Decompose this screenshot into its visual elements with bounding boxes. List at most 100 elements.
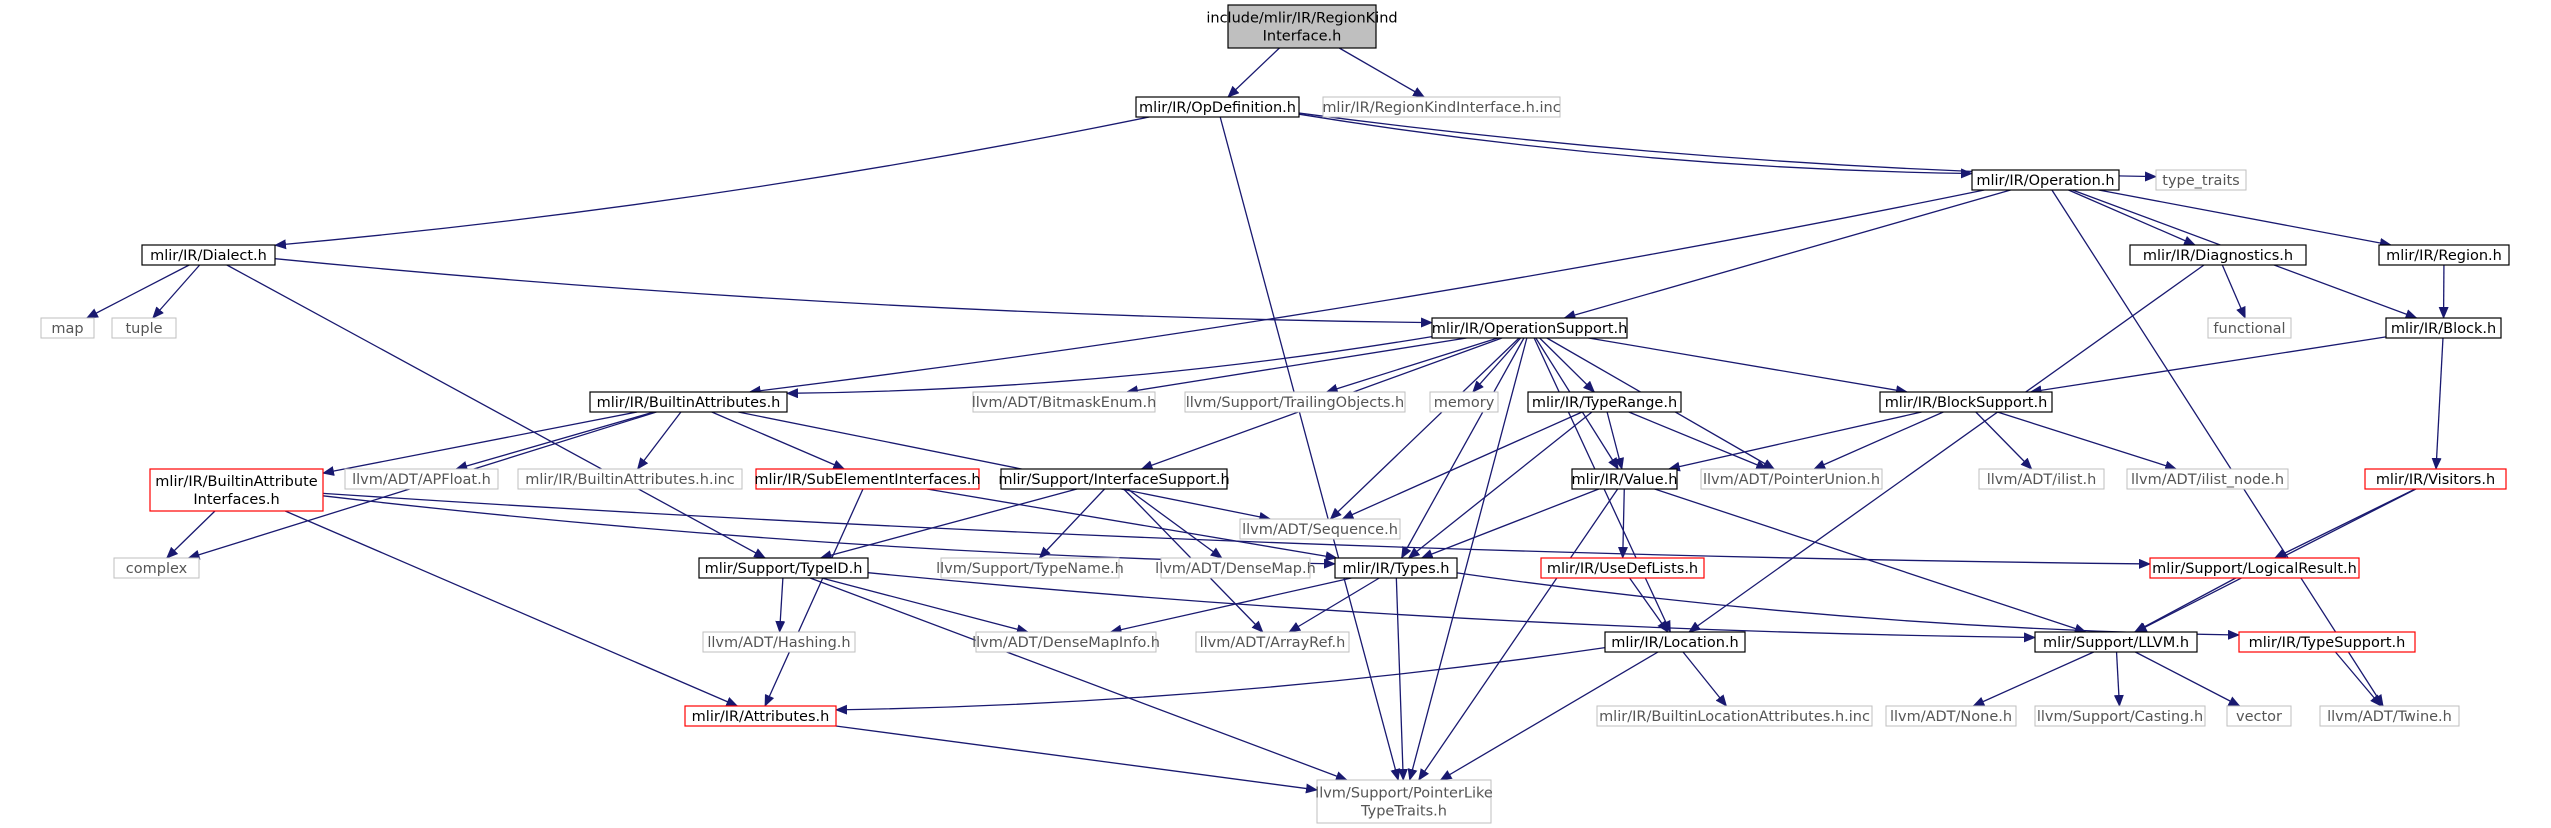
node-label-llvm_h: mlir/Support/LLVM.h: [2043, 635, 2189, 651]
node-box-ilist: [1978, 468, 2105, 490]
node-box-ptrunion: [1700, 468, 1883, 490]
edge-block-to-blocksupport: [2029, 336, 2387, 396]
edge-opsupport-to-typerange: [1539, 337, 1596, 393]
node-label-typename: llvm/Support/TypeName.h: [936, 561, 1124, 577]
edge-block-to-visitors: [2431, 337, 2444, 470]
edge-dialect-to-tuple: [152, 264, 201, 319]
node-box-none: [1885, 705, 2017, 727]
node-box-bai: [149, 468, 324, 512]
edge-bai-to-attributes: [284, 510, 739, 707]
node-label-tuple: tuple: [125, 321, 162, 337]
node-vector: vector: [2226, 705, 2292, 727]
node-bitmask: llvm/ADT/BitmaskEnum.h: [972, 391, 1156, 413]
node-box-opdef: [1135, 96, 1300, 118]
node-diagnostics[interactable]: mlir/IR/Diagnostics.h: [2129, 244, 2307, 266]
node-box-complex: [113, 557, 200, 579]
node-value[interactable]: mlir/IR/Value.h: [1571, 468, 1678, 490]
node-bla_inc: mlir/IR/BuiltinLocationAttributes.h.inc: [1596, 705, 1873, 727]
node-label-hashing: llvm/ADT/Hashing.h: [707, 635, 850, 651]
node-builtinattrs[interactable]: mlir/IR/BuiltinAttributes.h: [589, 391, 788, 413]
node-label-apfloat: llvm/ADT/APFloat.h: [352, 472, 491, 488]
node-label-types: mlir/IR/Types.h: [1343, 561, 1450, 577]
node-memory: memory: [1429, 391, 1499, 413]
edge-dialect-to-opsupport: [274, 258, 1433, 328]
node-label-casting: llvm/Support/Casting.h: [2037, 709, 2203, 725]
edge-attributes-to-plt: [835, 725, 1318, 794]
node-ifsupport[interactable]: mlir/Support/InterfaceSupport.h: [998, 468, 1230, 490]
node-label-type_traits: type_traits: [2162, 173, 2239, 189]
node-blocksupport[interactable]: mlir/IR/BlockSupport.h: [1879, 391, 2053, 413]
node-label-arrayref: llvm/ADT/ArrayRef.h: [1200, 635, 1346, 651]
node-root[interactable]: include/mlir/IR/RegionKindInterface.h: [1206, 4, 1398, 49]
edge-typerange-to-sequence: [1341, 411, 1583, 520]
node-typeid[interactable]: mlir/Support/TypeID.h: [698, 557, 869, 579]
edge-subelem-to-types: [926, 488, 1338, 562]
node-opsupport[interactable]: mlir/IR/OperationSupport.h: [1431, 317, 1628, 339]
edge-typesupport-to-twine: [2334, 651, 2382, 707]
edge-diagnostics-to-location: [1688, 264, 2205, 633]
node-operation[interactable]: mlir/IR/Operation.h: [1971, 169, 2120, 191]
node-typesupport[interactable]: mlir/IR/TypeSupport.h: [2238, 631, 2416, 653]
node-box-bla_inc: [1596, 705, 1873, 727]
node-label-bla_inc: mlir/IR/BuiltinLocationAttributes.h.inc: [1599, 709, 1870, 725]
node-attributes[interactable]: mlir/IR/Attributes.h: [684, 705, 837, 727]
node-typename: llvm/Support/TypeName.h: [936, 557, 1124, 579]
node-typerange[interactable]: mlir/IR/TypeRange.h: [1527, 391, 1682, 413]
node-box-ifsupport: [1000, 468, 1228, 490]
node-box-typeid: [698, 557, 869, 579]
node-tuple: tuple: [111, 317, 177, 339]
node-box-typename: [940, 557, 1120, 579]
node-label-subelem: mlir/IR/SubElementInterfaces.h: [754, 472, 980, 488]
node-box-trailing: [1184, 391, 1406, 413]
node-label-vector: vector: [2236, 709, 2282, 725]
edge-typerange-to-ptrunion: [1628, 411, 1769, 470]
node-types[interactable]: mlir/IR/Types.h: [1334, 557, 1458, 579]
node-densemap: llvm/ADT/DenseMap.h: [1155, 557, 1316, 579]
node-box-hashing: [702, 631, 856, 653]
node-box-memory: [1429, 391, 1499, 413]
edge-operation-to-diagnostics: [2068, 189, 2196, 246]
node-llvm_h[interactable]: mlir/Support/LLVM.h: [2034, 631, 2198, 653]
node-opdef[interactable]: mlir/IR/OpDefinition.h: [1135, 96, 1300, 118]
node-subelem[interactable]: mlir/IR/SubElementInterfaces.h: [754, 468, 981, 490]
node-box-rki_inc: [1322, 96, 1561, 118]
edge-blocksupport-to-value: [1667, 411, 1922, 472]
node-complex: complex: [113, 557, 200, 579]
edge-operation-to-builtinattrs: [748, 189, 1985, 396]
node-label-logical: mlir/Support/LogicalResult.h: [2152, 561, 2357, 577]
node-location[interactable]: mlir/IR/Location.h: [1604, 631, 1746, 653]
node-block[interactable]: mlir/IR/Block.h: [2385, 317, 2502, 339]
node-dialect[interactable]: mlir/IR/Dialect.h: [141, 244, 276, 266]
node-casting: llvm/Support/Casting.h: [2034, 705, 2206, 727]
node-box-attributes: [684, 705, 837, 727]
edge-llvm_h-to-vector: [2135, 651, 2241, 707]
node-usedef[interactable]: mlir/IR/UseDefLists.h: [1540, 557, 1705, 579]
node-box-tuple: [111, 317, 177, 339]
node-box-plt: [1316, 779, 1492, 824]
node-densemapinfo: llvm/ADT/DenseMapInfo.h: [972, 631, 1160, 653]
edge-subelem-to-attributes: [764, 488, 864, 707]
node-box-functional: [2207, 317, 2292, 339]
edge-ifsupport-to-typename: [1038, 488, 1106, 559]
edge-llvm_h-to-none: [1972, 651, 2094, 707]
node-box-dialect: [141, 244, 276, 266]
edge-dialect-to-map: [85, 264, 190, 319]
node-label-bai: Interfaces.h: [193, 492, 279, 508]
node-visitors[interactable]: mlir/IR/Visitors.h: [2364, 468, 2507, 490]
node-box-llvm_h: [2034, 631, 2198, 653]
node-label-typesupport: mlir/IR/TypeSupport.h: [2249, 635, 2406, 651]
node-box-apfloat: [344, 468, 499, 490]
edge-blocksupport-to-ptrunion: [1813, 411, 1944, 470]
edge-ifsupport-to-typeid: [819, 488, 1078, 560]
edge-ifsupport-to-densemap: [1127, 488, 1223, 559]
edge-opsupport-to-trailing: [1325, 337, 1499, 394]
node-box-logical: [2149, 557, 2360, 579]
node-none: llvm/ADT/None.h: [1885, 705, 2017, 727]
node-layer: include/mlir/IR/RegionKindInterface.h mli…: [40, 4, 2510, 824]
node-region[interactable]: mlir/IR/Region.h: [2378, 244, 2510, 266]
node-ilist: llvm/ADT/ilist.h: [1978, 468, 2105, 490]
node-logical[interactable]: mlir/Support/LogicalResult.h: [2149, 557, 2360, 579]
node-box-builtinattrs: [589, 391, 788, 413]
node-label-rki_inc: mlir/IR/RegionKindInterface.h.inc: [1322, 100, 1560, 116]
